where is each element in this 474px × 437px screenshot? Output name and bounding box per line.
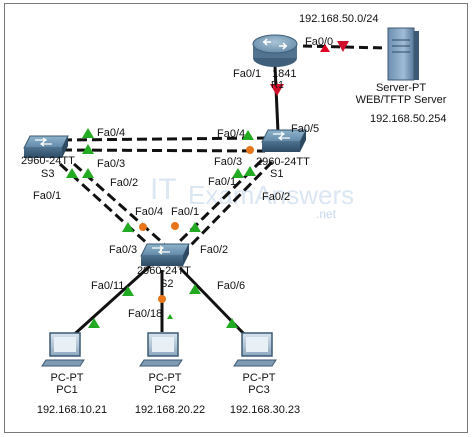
watermark-tld: .net bbox=[316, 207, 337, 221]
port-label-r1-fa00: Fa0/0 bbox=[305, 36, 334, 48]
pc2-type-label: PC-PT bbox=[148, 372, 182, 384]
link-s2-pc1 bbox=[66, 264, 152, 342]
link-r1-s1 bbox=[273, 65, 280, 133]
switch-icon bbox=[261, 129, 307, 152]
link-s1-s2-b bbox=[188, 160, 274, 248]
pc-icon bbox=[41, 332, 85, 367]
port-label-s2-fa04: Fa0/4 bbox=[135, 206, 164, 218]
switch-s3-model: 2960-24TT bbox=[21, 155, 75, 167]
port-up-icon bbox=[232, 168, 244, 178]
port-label-s2-fa02: Fa0/2 bbox=[200, 244, 229, 256]
port-up-icon bbox=[82, 168, 94, 178]
pc2-name-label: PC2 bbox=[154, 384, 176, 396]
link-s3-s1-fa03 bbox=[61, 148, 266, 153]
port-label-s1-fa03: Fa0/3 bbox=[214, 156, 243, 168]
port-label-s2-fa18: Fa0/18 bbox=[128, 308, 163, 320]
port-blocked-icon bbox=[171, 222, 179, 230]
port-up-icon bbox=[242, 130, 254, 140]
port-up-icon bbox=[189, 222, 201, 232]
port-up-icon bbox=[66, 168, 78, 178]
link-s3-s1-fa04 bbox=[61, 136, 266, 142]
port-label-s1-fa04: Fa0/4 bbox=[217, 128, 246, 140]
pc2-ip-label: 192.168.20.22 bbox=[134, 404, 206, 416]
pc3-name-label: PC3 bbox=[248, 384, 270, 396]
port-blocked-icon bbox=[246, 146, 254, 154]
port-up-icon bbox=[226, 318, 238, 328]
server-ip-label: 192.168.50.254 bbox=[370, 113, 447, 125]
port-label-s3-fa04: Fa0/4 bbox=[97, 127, 126, 139]
switch-s3-name: S3 bbox=[41, 168, 55, 180]
port-label-s2-fa01: Fa0/1 bbox=[171, 206, 200, 218]
port-label-s1-fa01: Fa0/1 bbox=[208, 176, 237, 188]
port-label-s2-fa06: Fa0/6 bbox=[217, 280, 246, 292]
pc1-ip-label: 192.168.10.21 bbox=[36, 404, 108, 416]
port-up-icon bbox=[82, 128, 94, 138]
switch-s2-model: 2960-24TT bbox=[137, 265, 191, 277]
network-label-50: 192.168.50.0/24 bbox=[299, 13, 379, 25]
server-icon bbox=[387, 27, 419, 81]
port-label-s3-fa01: Fa0/1 bbox=[33, 190, 62, 202]
pc3-ip-label: 192.168.30.23 bbox=[229, 404, 301, 416]
port-label-r1-fa01: Fa0/1 bbox=[233, 68, 262, 80]
switch-s1-model: 2960-24TT bbox=[256, 156, 310, 168]
port-up-icon bbox=[189, 284, 201, 294]
switch-s1-name: S1 bbox=[270, 168, 284, 180]
server-type-label: Server-PT bbox=[375, 82, 427, 94]
port-up-icon bbox=[320, 44, 330, 52]
router-model-label: 1841 bbox=[272, 68, 297, 80]
port-label-s1-fa05: Fa0/5 bbox=[291, 123, 320, 135]
port-blocked-icon bbox=[139, 223, 147, 231]
server-name-label: WEB/TFTP Server bbox=[355, 94, 447, 106]
switch-s2-name: S2 bbox=[160, 278, 174, 290]
port-down-icon bbox=[270, 84, 284, 96]
port-blocked-icon bbox=[158, 295, 166, 303]
port-label-s1-fa02: Fa0/2 bbox=[262, 191, 291, 203]
switch-icon bbox=[23, 135, 69, 158]
port-up-icon bbox=[88, 318, 100, 328]
port-up-icon bbox=[122, 286, 134, 296]
pc-icon bbox=[139, 332, 183, 367]
pc1-name-label: PC1 bbox=[56, 384, 78, 396]
port-label-s3-fa03: Fa0/3 bbox=[97, 158, 126, 170]
port-label-s2-fa03: Fa0/3 bbox=[109, 244, 138, 256]
port-down-icon bbox=[337, 41, 349, 52]
port-up-icon bbox=[167, 314, 173, 319]
router-name-label: R1 bbox=[271, 80, 284, 91]
router-icon bbox=[252, 34, 298, 67]
diagram-frame bbox=[4, 3, 468, 433]
port-up-icon bbox=[244, 166, 256, 176]
pc-icon bbox=[233, 332, 277, 367]
pc3-type-label: PC-PT bbox=[242, 372, 276, 384]
port-up-icon bbox=[122, 222, 134, 232]
watermark-it: IT bbox=[150, 173, 177, 206]
port-label-s2-fa11: Fa0/11 bbox=[91, 280, 125, 292]
port-up-icon bbox=[82, 144, 94, 154]
port-label-s3-fa02: Fa0/2 bbox=[110, 177, 139, 189]
pc1-type-label: PC-PT bbox=[50, 372, 84, 384]
switch-icon bbox=[140, 243, 190, 266]
